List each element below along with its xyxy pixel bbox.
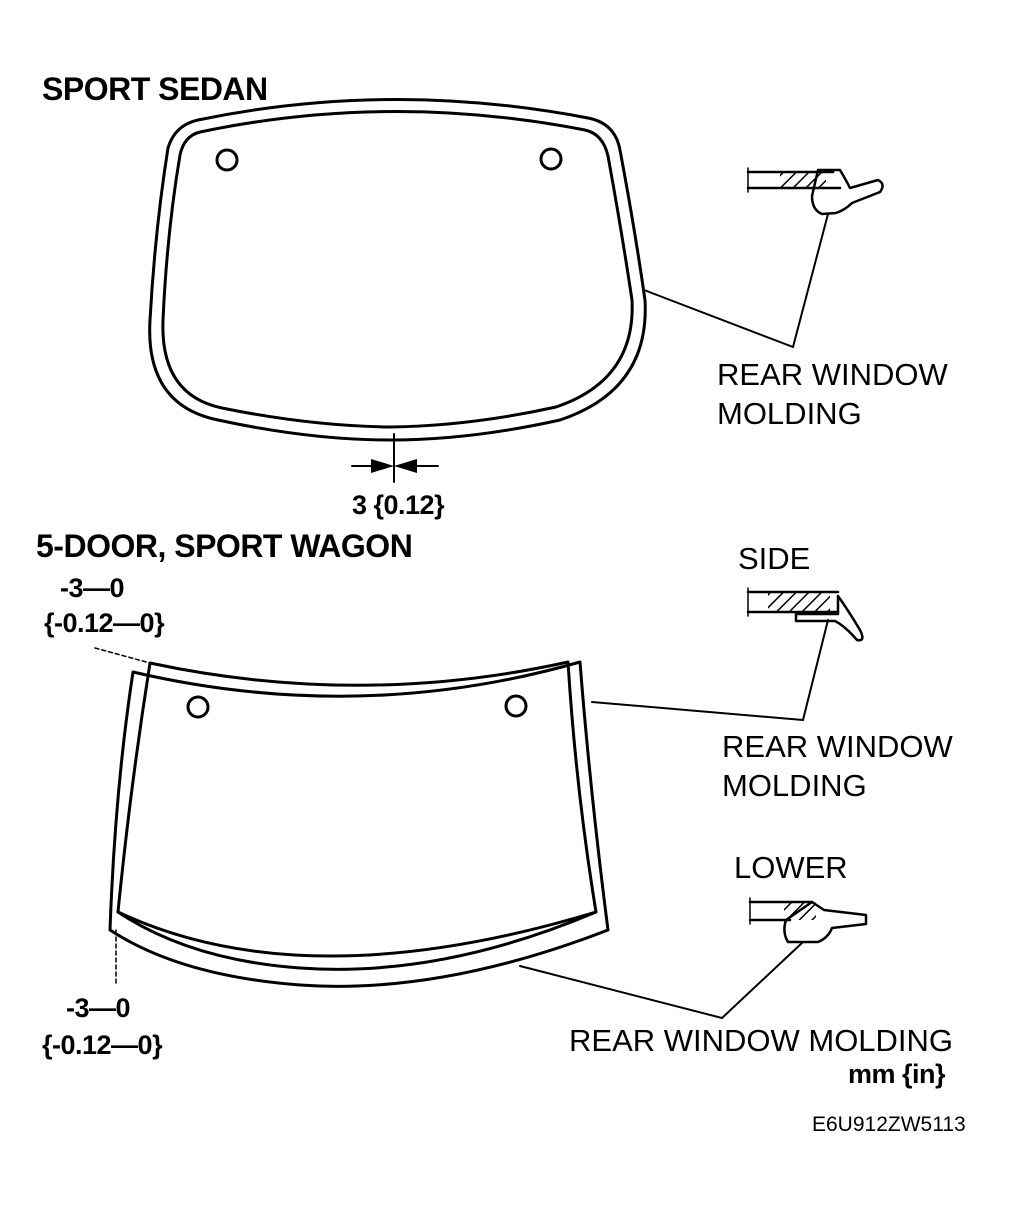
wagon-side-leader-line-section xyxy=(802,619,829,721)
wagon-bottom-tolerance-mm: -3—0 xyxy=(66,993,131,1023)
wagon-lower-molding xyxy=(116,910,598,958)
sedan-callout-line2: MOLDING xyxy=(717,396,862,431)
wagon-lower-molding-section-detail xyxy=(748,897,868,944)
wagon-rear-window xyxy=(108,660,610,988)
wagon-top-tolerance-dash xyxy=(94,647,151,664)
wagon-section-title: 5-DOOR, SPORT WAGON xyxy=(36,528,413,564)
sedan-molding-section-detail xyxy=(746,167,884,216)
wagon-lower-label: LOWER xyxy=(734,850,848,885)
sedan-rear-window xyxy=(148,98,647,442)
figure-code: E6U912ZW5113 xyxy=(812,1113,966,1136)
wagon-side-leader-line-window xyxy=(591,701,804,721)
wagon-mounting-hole-right xyxy=(504,694,528,718)
wagon-lower-molding-profile xyxy=(783,900,868,944)
wagon-lower-callout: REAR WINDOW MOLDING xyxy=(569,1023,954,1058)
sedan-leader-line-window xyxy=(643,289,794,348)
wagon-side-molding-profile xyxy=(794,594,864,642)
wagon-side-callout-line1: REAR WINDOW xyxy=(722,729,953,764)
wagon-lower-leader-line-section xyxy=(721,941,804,1019)
sedan-window-outer-edge xyxy=(148,98,647,442)
sedan-dimension-arrowhead-right xyxy=(371,459,394,473)
sedan-section-title: SPORT SEDAN xyxy=(42,71,268,107)
wagon-bottom-tolerance-in: {-0.12—0} xyxy=(42,1030,163,1060)
sedan-dimension-arrowhead-left xyxy=(394,459,417,473)
wagon-lower-leader-line-molding xyxy=(519,965,723,1019)
sedan-mounting-hole-right xyxy=(539,147,563,171)
sedan-molding-profile xyxy=(810,168,884,216)
wagon-side-molding-section-detail xyxy=(746,587,864,642)
wagon-top-tolerance-mm: -3—0 xyxy=(60,573,125,603)
sedan-mounting-hole-left xyxy=(215,148,239,172)
wagon-glass-inner-edge xyxy=(116,660,598,971)
units-label: mm {in} xyxy=(848,1059,946,1089)
wagon-mounting-hole-left xyxy=(186,695,210,719)
sedan-callout-line1: REAR WINDOW xyxy=(717,357,948,392)
sedan-gap-dimension-label: 3 {0.12} xyxy=(352,490,445,520)
wagon-window-outer-edge xyxy=(108,660,610,988)
wagon-side-callout-line2: MOLDING xyxy=(722,768,867,803)
wagon-top-tolerance-in: {-0.12—0} xyxy=(44,608,165,638)
wagon-side-label: SIDE xyxy=(738,541,811,576)
sedan-gap-dimension xyxy=(351,433,439,483)
sedan-leader-line-section xyxy=(792,213,829,348)
sedan-molding-inner-edge xyxy=(161,110,634,429)
